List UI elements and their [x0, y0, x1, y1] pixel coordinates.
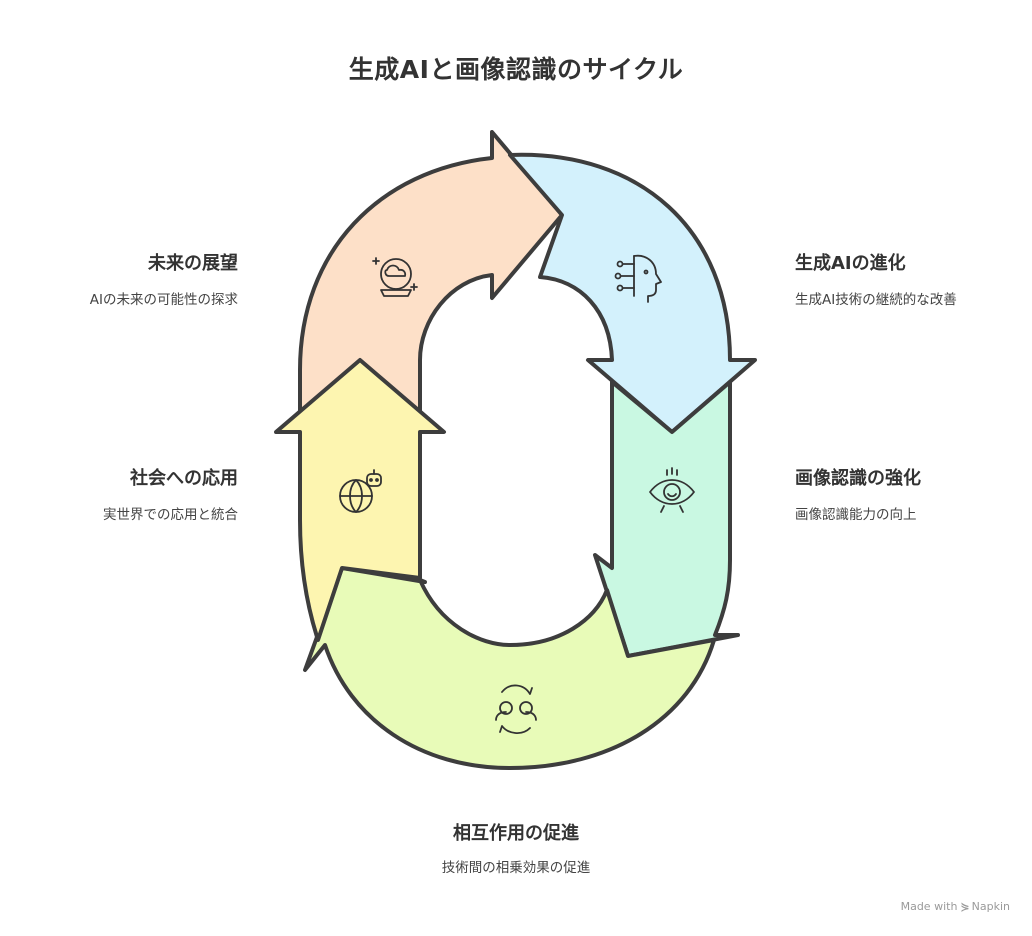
segment-society	[274, 358, 446, 642]
footer-brand: Napkin	[971, 900, 1010, 913]
stage-desc-interaction: 技術間の相乗効果の促進	[441, 860, 591, 876]
stage-desc-vision: 画像認識能力の向上	[795, 507, 917, 523]
segment-future	[298, 130, 564, 412]
stage-desc-genai: 生成AI技術の継続的な改善	[795, 292, 957, 308]
stage-label-genai: 生成AIの進化	[795, 253, 906, 274]
napkin-logo-icon: ⋟	[960, 900, 969, 913]
stage-label-interaction: 相互作用の促進	[453, 823, 579, 844]
page-title: 生成AIと画像認識のサイクル	[348, 55, 684, 84]
eye-icon	[649, 467, 695, 513]
made-with-footer: Made with⋟Napkin	[901, 900, 1010, 913]
segment-interaction	[303, 566, 716, 770]
segment-genai	[508, 152, 757, 434]
stage-label-society: 社会への応用	[130, 468, 238, 489]
stage-label-future: 未来の展望	[148, 253, 238, 274]
stage-desc-society: 実世界での応用と統合	[103, 507, 238, 523]
stage-desc-future: AIの未来の可能性の探求	[89, 292, 238, 308]
footer-prefix: Made with	[900, 900, 958, 913]
exchange-icon	[495, 685, 537, 734]
crystal-ball-icon	[372, 257, 418, 297]
globe-robot-icon	[339, 469, 382, 513]
ai-head-icon	[614, 254, 662, 303]
segment-vision	[593, 380, 740, 658]
stage-label-vision: 画像認識の強化	[795, 468, 921, 489]
